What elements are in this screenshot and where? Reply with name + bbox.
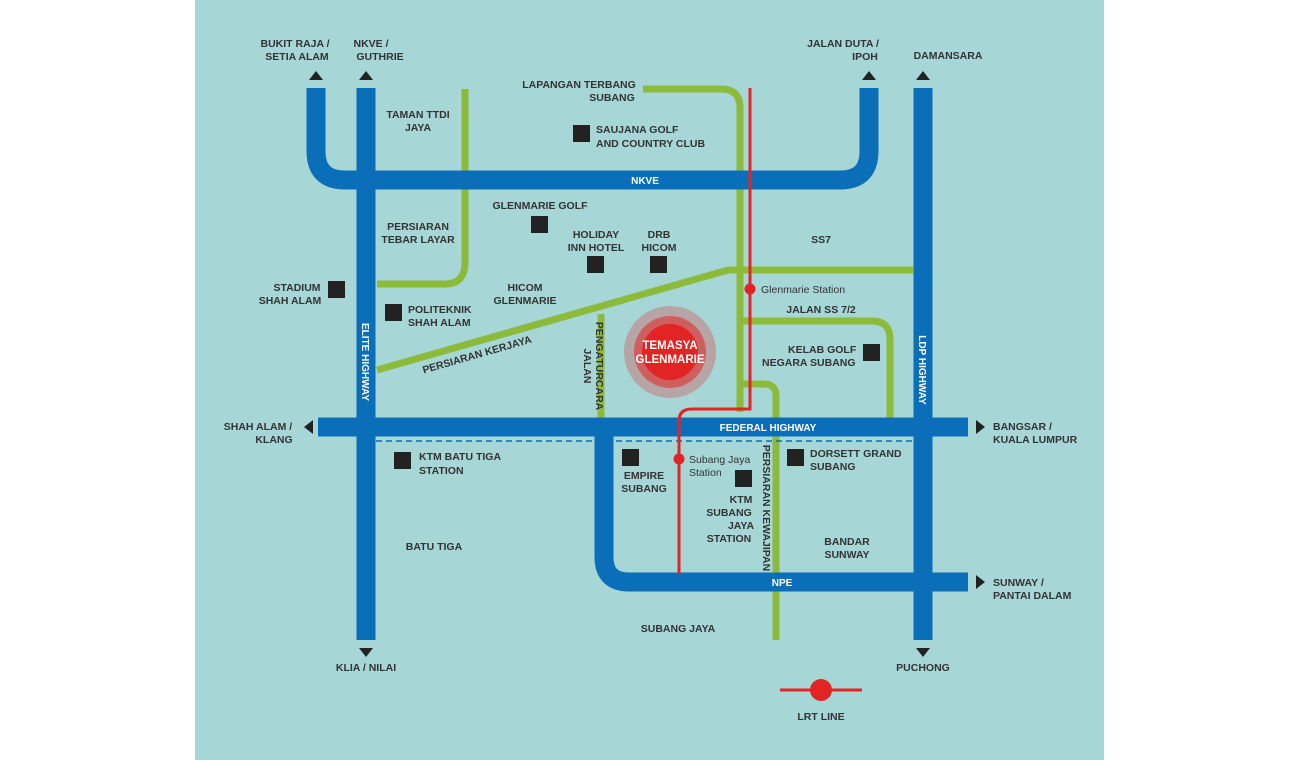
dorsett-marker bbox=[787, 449, 804, 466]
subang-jaya-area-label: SUBANG JAYA bbox=[641, 623, 716, 635]
landmark-markers bbox=[328, 125, 880, 487]
direction-arrows bbox=[304, 71, 985, 657]
arrow-down-icon bbox=[359, 648, 373, 657]
lrt-line bbox=[677, 88, 752, 574]
arrow-up-icon bbox=[916, 71, 930, 80]
npe-label: NPE bbox=[772, 578, 793, 589]
holiday-inn-marker bbox=[587, 256, 604, 273]
road-jalan-ss72 bbox=[740, 317, 894, 418]
legend-lrt-label: LRT LINE bbox=[797, 711, 844, 723]
sunway-pantai-label: SUNWAY /PANTAI DALAM bbox=[993, 577, 1072, 602]
legend: LRT LINE bbox=[780, 679, 862, 723]
legend-lrt-dot bbox=[810, 679, 832, 701]
arrow-down-icon bbox=[916, 648, 930, 657]
nkve-label: NKVE bbox=[631, 176, 659, 187]
destination-marker: TEMASYA GLENMARIE bbox=[624, 306, 716, 398]
npe-highway bbox=[594, 427, 968, 592]
stadium-marker bbox=[328, 281, 345, 298]
glenmarie-station-label: Glenmarie Station bbox=[761, 284, 845, 296]
highways bbox=[306, 88, 968, 640]
arrow-up-icon bbox=[309, 71, 323, 80]
glenmarie-golf-marker bbox=[531, 216, 548, 233]
elite-highway-label: ELITE HIGHWAY bbox=[359, 323, 370, 401]
drb-hicom-marker bbox=[650, 256, 667, 273]
kelab-golf-marker bbox=[863, 344, 880, 361]
ktm-subang-marker bbox=[735, 470, 752, 487]
arrow-up-icon bbox=[359, 71, 373, 80]
puchong-label: PUCHONG bbox=[896, 662, 950, 674]
federal-highway-label: FEDERAL HIGHWAY bbox=[720, 423, 817, 434]
jalan-pengaturcara-label: JALANPENGATURCARA bbox=[581, 322, 605, 411]
glenmarie-station-dot bbox=[744, 283, 756, 295]
glenmarie-golf-label: GLENMARIE GOLF bbox=[492, 200, 588, 212]
ss7-label: SS7 bbox=[811, 234, 831, 246]
arrow-left-icon bbox=[304, 420, 313, 434]
subang-jaya-station-dot bbox=[673, 453, 685, 465]
nkve-highway bbox=[306, 88, 879, 190]
jalan-duta-label: JALAN DUTA /IPOH bbox=[807, 38, 879, 63]
politeknik-marker bbox=[385, 304, 402, 321]
road-persiaran-kerjaya bbox=[376, 266, 913, 374]
arrow-right-icon bbox=[976, 575, 985, 589]
shah-alam-klang-label: SHAH ALAM /KLANG bbox=[224, 421, 293, 446]
arrow-up-icon bbox=[862, 71, 876, 80]
road-lapangan-terbang bbox=[643, 85, 744, 412]
damansara-label: DAMANSARA bbox=[914, 50, 983, 62]
destination-line-1: TEMASYA bbox=[642, 340, 697, 352]
arrow-right-icon bbox=[976, 420, 985, 434]
batu-tiga-label: BATU TIGA bbox=[406, 541, 463, 553]
bangsar-label: BANGSAR /KUALA LUMPUR bbox=[993, 421, 1078, 446]
bukit-raja-label: BUKIT RAJA /SETIA ALAM bbox=[260, 38, 329, 63]
ldp-highway-label: LDP HIGHWAY bbox=[916, 335, 927, 405]
ktm-batu-tiga-marker bbox=[394, 452, 411, 469]
road-taman-ttdi bbox=[377, 89, 469, 288]
road-persiaran-kewajipan bbox=[740, 380, 780, 640]
empire-marker bbox=[622, 449, 639, 466]
jalan-ss72-label: JALAN SS 7/2 bbox=[786, 304, 856, 316]
nkve-guthrie-label: NKVE /GUTHRIE bbox=[353, 38, 403, 63]
persiaran-kewajipan-label: PERSIARAN KEWAJIPAN bbox=[760, 445, 772, 571]
local-roads bbox=[376, 85, 913, 640]
destination-line-2: GLENMARIE bbox=[636, 354, 705, 366]
klia-label: KLIA / NILAI bbox=[336, 662, 396, 674]
direction-labels: BUKIT RAJA /SETIA ALAM NKVE /GUTHRIE JAL… bbox=[224, 38, 1078, 674]
saujana-marker bbox=[573, 125, 590, 142]
